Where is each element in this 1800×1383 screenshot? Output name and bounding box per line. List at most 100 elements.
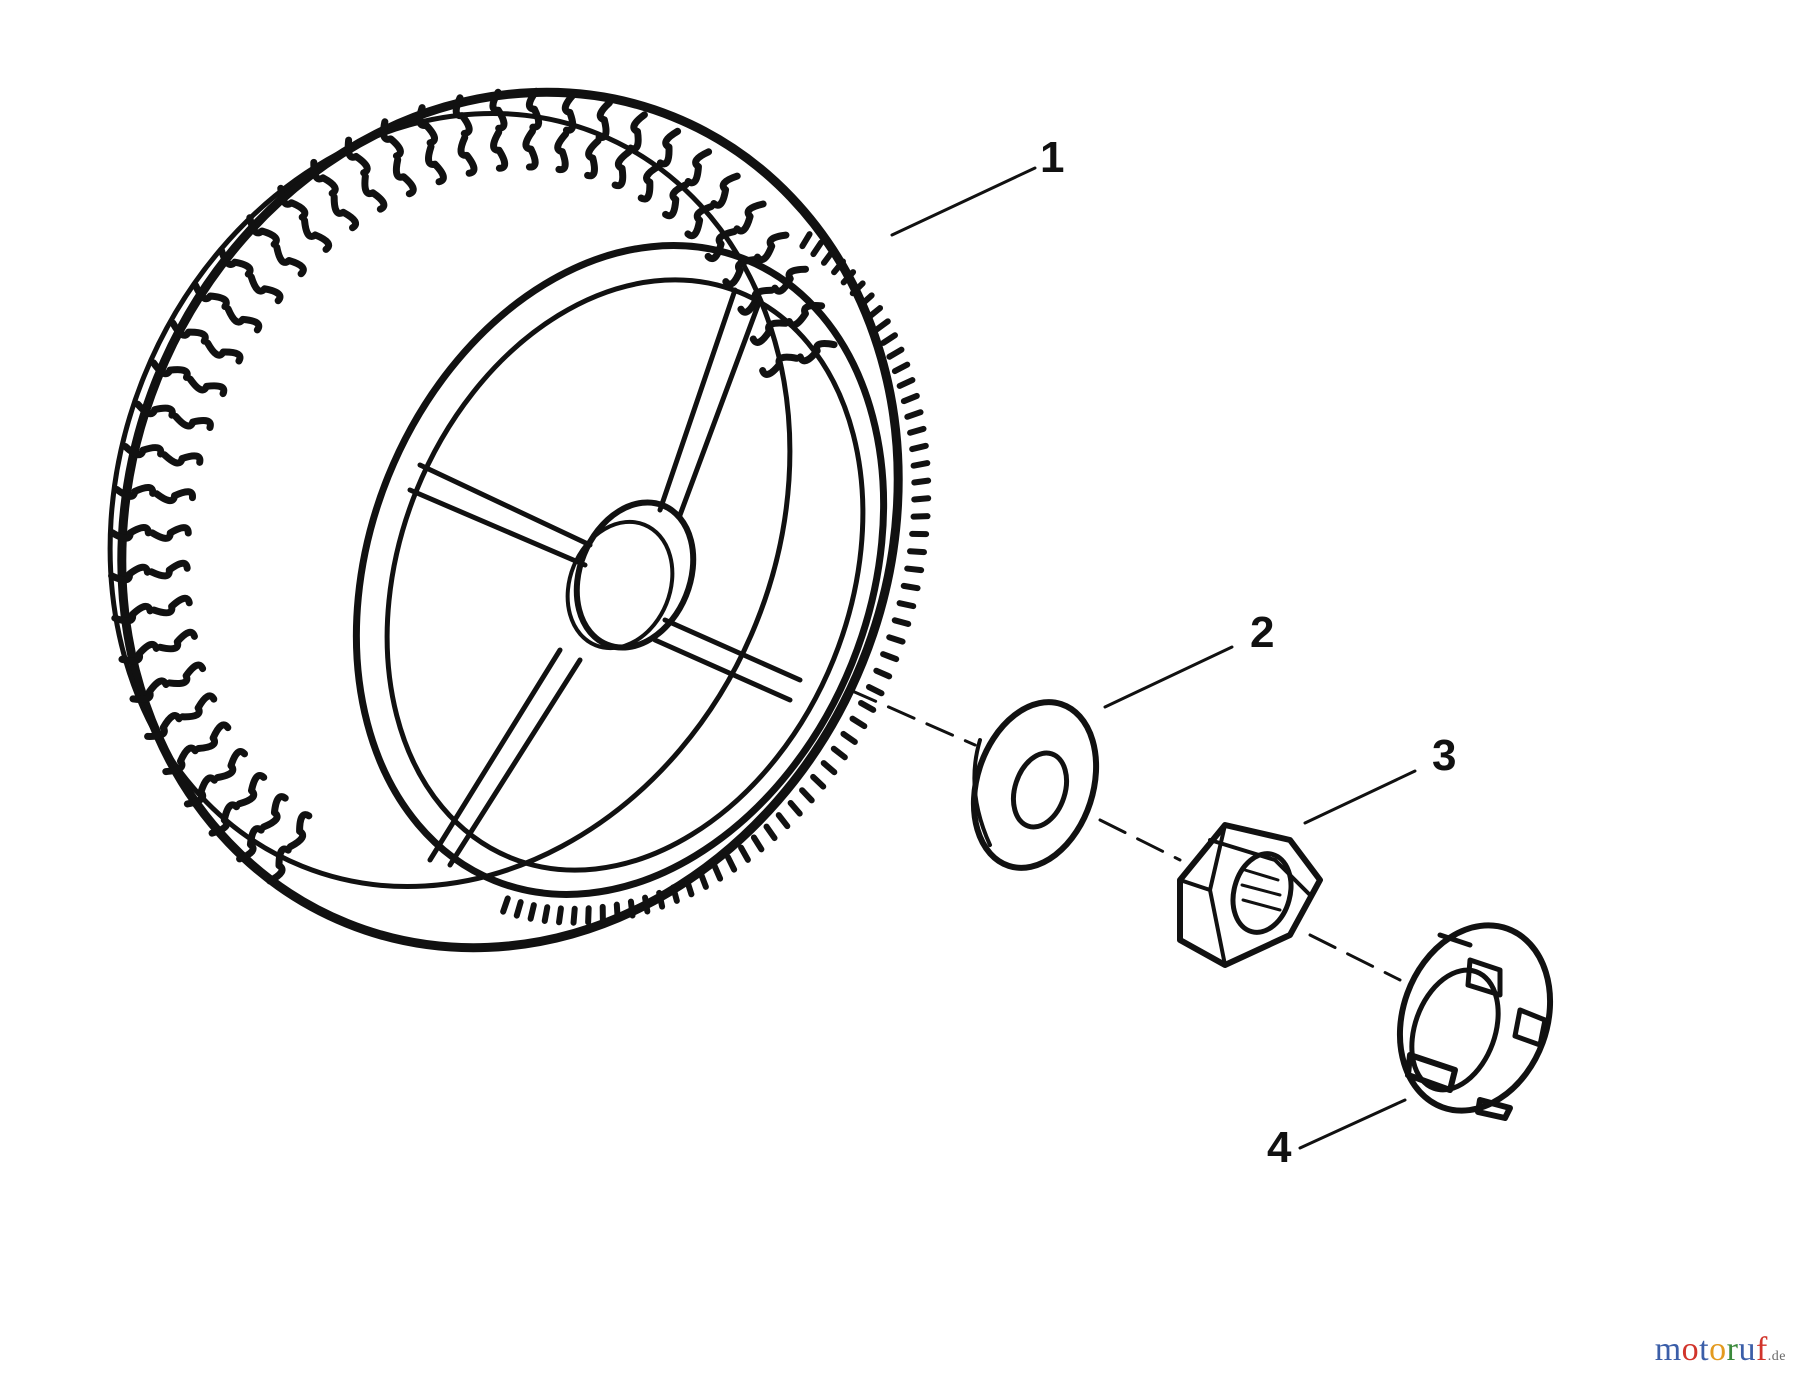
tire-edge-tick — [858, 292, 875, 308]
tire-edge-tick — [891, 361, 911, 375]
tread-mark — [153, 488, 196, 505]
tire-edge-tick — [810, 773, 827, 790]
tread-mark — [759, 353, 800, 378]
watermark-suffix: .de — [1767, 1349, 1786, 1364]
watermark-letter: u — [1738, 1331, 1756, 1368]
tread-mark — [166, 661, 207, 688]
tread-mark — [260, 793, 289, 831]
axis-dashed-line — [848, 688, 1402, 982]
tread-mark — [247, 273, 284, 305]
tire-edge-tick — [849, 280, 866, 297]
tread-mark — [684, 203, 715, 240]
watermark-letter: t — [1699, 1331, 1710, 1368]
tread-mark — [753, 231, 790, 264]
callout-4-label: 4 — [1267, 1123, 1292, 1172]
tire-edge-tick — [866, 305, 884, 320]
tire-edge-tick — [684, 877, 695, 898]
tread-mark — [277, 184, 309, 221]
tread-mark — [186, 375, 228, 398]
tread-mark — [627, 111, 648, 153]
wheel-spokes — [407, 287, 803, 868]
tread-mark — [710, 172, 741, 209]
tread-mark — [108, 524, 152, 542]
tread-mark — [150, 359, 191, 381]
tread-mark — [134, 400, 176, 419]
wheel — [107, 87, 932, 953]
tread-mark — [148, 524, 192, 542]
watermark-letter: r — [1726, 1331, 1739, 1368]
tread-mark — [525, 87, 543, 131]
tread-mark — [457, 133, 478, 177]
tread-mark — [595, 99, 614, 141]
tire-edge-tick — [750, 834, 765, 853]
tread-mark — [522, 127, 539, 171]
tire-edge-tick — [896, 600, 917, 610]
tire-edge-tick — [527, 902, 537, 922]
tread-mark — [452, 94, 473, 138]
watermark-logo: motoruf.de — [1655, 1331, 1786, 1369]
tire-edge-tick — [886, 634, 906, 645]
tread-mark — [194, 721, 232, 752]
tire-edge-tick — [904, 565, 925, 574]
watermark-letter: o — [1709, 1331, 1727, 1368]
tire-tread — [108, 87, 838, 885]
tread-mark — [361, 172, 388, 213]
tire-edge-tick — [810, 239, 825, 258]
leader-line-3 — [1303, 769, 1417, 825]
tread-mark — [217, 246, 254, 278]
tire-edge-tick — [724, 854, 738, 873]
tread-mark — [490, 128, 509, 172]
tread-mark — [749, 319, 790, 346]
tread-mark — [330, 193, 360, 232]
tread-mark — [584, 137, 602, 180]
tire-edge-tick — [911, 477, 932, 486]
tire-edge-tick — [907, 548, 927, 556]
tread-mark — [183, 774, 218, 808]
callout-3-label: 3 — [1432, 731, 1456, 780]
tread-mark — [208, 801, 241, 837]
tire-edge-tick — [873, 667, 893, 680]
tire-edge-tick — [891, 617, 912, 627]
tread-mark — [111, 602, 154, 625]
tire-edge-tick — [570, 905, 578, 926]
tire-edge-tick — [697, 870, 709, 890]
tire-edge-tick — [830, 745, 848, 761]
washer — [970, 699, 1100, 871]
tire-edge-tick — [642, 894, 651, 915]
watermark-letter: f — [1755, 1331, 1768, 1368]
tire-edge-tick — [799, 787, 815, 804]
tire-edge-tick — [627, 898, 636, 919]
tire-edge-tick — [656, 889, 666, 910]
leader-line-4 — [1298, 1098, 1407, 1150]
tread-mark — [425, 143, 447, 186]
tire-edge-tick — [849, 715, 868, 730]
tread-mark — [286, 811, 313, 851]
tire-edge-tick — [911, 495, 932, 503]
tire-edge-tick — [500, 895, 511, 915]
leader-line-1 — [890, 166, 1037, 237]
tread-mark — [204, 339, 244, 365]
tread-mark — [113, 484, 157, 500]
tread-mark — [192, 281, 230, 311]
castle-nut — [1396, 922, 1554, 1121]
tire-edge-tick — [880, 332, 898, 346]
tread-mark — [771, 265, 810, 295]
tire-edge-tick — [831, 258, 846, 276]
tire-edge-tick — [787, 799, 803, 817]
tread-mark — [144, 712, 183, 740]
tread-mark — [266, 845, 292, 885]
tread-mark — [310, 158, 339, 197]
tread-mark — [416, 104, 438, 147]
tire-edge-tick — [670, 884, 680, 904]
tread-mark — [554, 130, 570, 174]
tire-edge-tick — [865, 684, 885, 697]
tread-mark — [273, 243, 307, 278]
tire-edge-tick — [896, 377, 916, 389]
tire-edge-tick — [873, 318, 891, 333]
tire-edge-tick — [738, 844, 751, 863]
tread-mark — [162, 744, 199, 776]
tire-edge-tick — [763, 823, 778, 842]
tread-mark — [561, 91, 577, 134]
tread-mark — [236, 825, 265, 863]
tread-mark — [108, 563, 151, 584]
